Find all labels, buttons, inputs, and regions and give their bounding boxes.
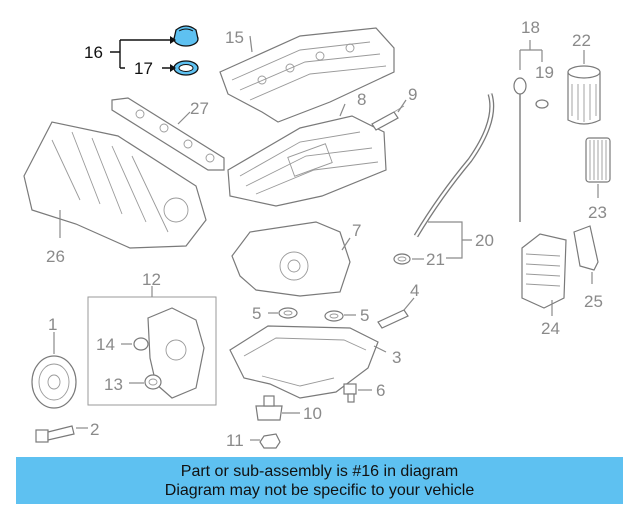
callout-24: 24 bbox=[541, 319, 560, 338]
callout-25: 25 bbox=[584, 292, 603, 311]
callout-5a: 5 bbox=[252, 304, 261, 323]
part-22-filter-housing bbox=[567, 65, 601, 125]
part-6-plug bbox=[343, 383, 357, 403]
banner-line-1: Part or sub-assembly is #16 in diagram bbox=[180, 462, 459, 480]
part-12-group bbox=[87, 286, 217, 406]
callout-1: 1 bbox=[48, 315, 57, 334]
part-7-timing-cover bbox=[231, 221, 351, 297]
part-8-cylinder-head bbox=[227, 115, 387, 207]
callout-12: 12 bbox=[142, 270, 161, 289]
part-5-seal-left bbox=[278, 307, 298, 319]
part-5-seal-right bbox=[324, 310, 344, 322]
callout-13: 13 bbox=[104, 375, 123, 394]
part-15-valve-cover bbox=[219, 27, 395, 123]
part-10-level-sensor bbox=[255, 395, 283, 421]
part-24-oil-cooler bbox=[521, 233, 567, 309]
part-21-o-ring bbox=[393, 253, 411, 265]
part-4-sensor bbox=[377, 309, 409, 329]
part-3-oil-pan bbox=[229, 325, 379, 399]
callout-16: 16 bbox=[84, 43, 103, 62]
part-17-seal[interactable] bbox=[173, 60, 199, 76]
callout-2: 2 bbox=[90, 420, 99, 439]
callout-20: 20 bbox=[475, 231, 494, 250]
part-20-dipstick-tube bbox=[413, 93, 495, 238]
part-2-bolt bbox=[35, 425, 75, 443]
callout-4: 4 bbox=[410, 281, 419, 300]
callout-19: 19 bbox=[535, 63, 554, 82]
callout-16-17-leader bbox=[110, 36, 176, 72]
callout-8: 8 bbox=[357, 90, 366, 109]
callout-10: 10 bbox=[303, 404, 322, 423]
part-25-gasket bbox=[573, 225, 599, 271]
callout-17: 17 bbox=[134, 59, 153, 78]
info-banner: Part or sub-assembly is #16 in diagram D… bbox=[16, 457, 623, 504]
part-26-intake-manifold bbox=[23, 121, 207, 249]
banner-line-2: Diagram may not be specific to your vehi… bbox=[164, 481, 475, 499]
callout-22: 22 bbox=[572, 31, 591, 50]
callout-3: 3 bbox=[392, 348, 401, 367]
callout-7: 7 bbox=[352, 221, 361, 240]
callout-23: 23 bbox=[588, 203, 607, 222]
part-19-o-ring bbox=[535, 99, 549, 109]
callout-21: 21 bbox=[426, 250, 445, 269]
callout-18: 18 bbox=[521, 18, 540, 37]
part-9-sensor bbox=[371, 105, 405, 131]
callout-27: 27 bbox=[190, 99, 209, 118]
callout-11: 11 bbox=[226, 431, 244, 450]
callout-15: 15 bbox=[225, 28, 244, 47]
callout-14: 14 bbox=[96, 335, 115, 354]
callout-5b: 5 bbox=[360, 306, 369, 325]
part-27-gasket bbox=[111, 97, 225, 171]
part-1-pulley bbox=[31, 355, 77, 409]
part-16-cap[interactable] bbox=[173, 25, 199, 47]
callout-26: 26 bbox=[46, 247, 65, 266]
part-11-nut bbox=[259, 433, 281, 449]
callout-6: 6 bbox=[376, 381, 385, 400]
part-23-filter-element bbox=[585, 137, 611, 183]
callout-9: 9 bbox=[408, 85, 417, 104]
part-18-dipstick bbox=[513, 77, 527, 222]
